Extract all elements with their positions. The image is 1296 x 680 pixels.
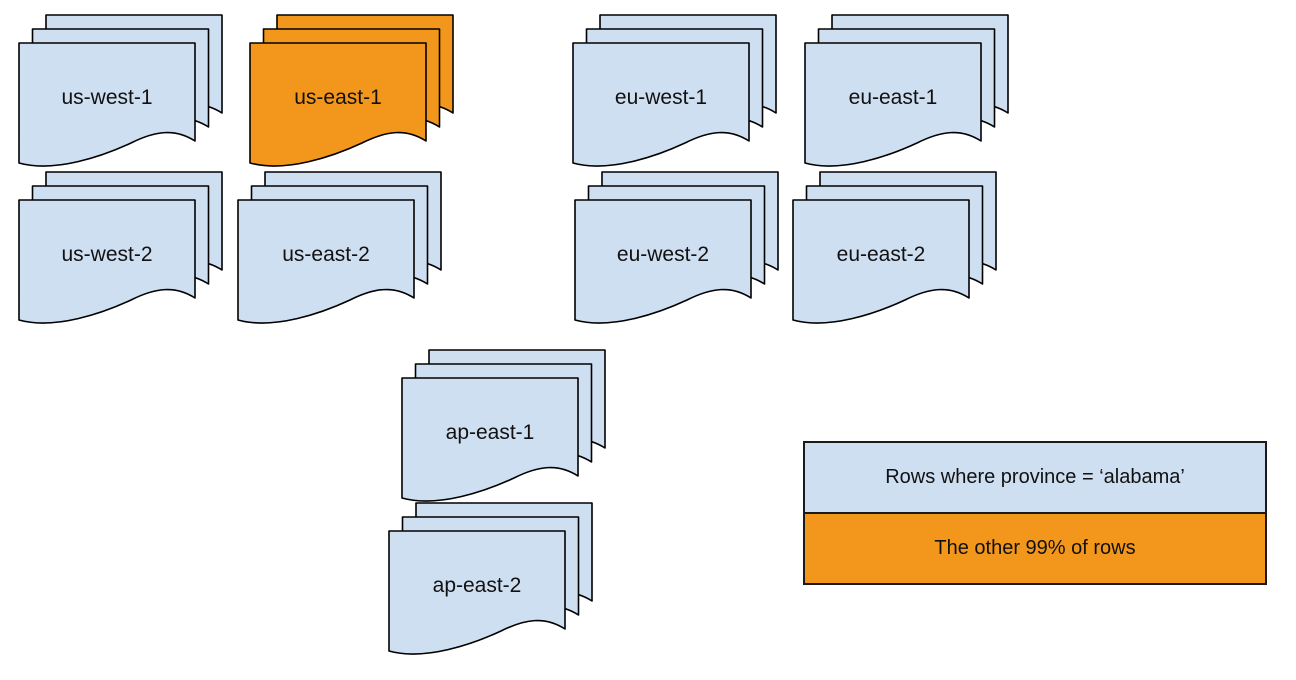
document-stack-icon	[804, 14, 1009, 167]
region-stack-eu-west-1: eu-west-1	[572, 14, 777, 171]
document-stack-icon	[237, 171, 442, 324]
region-stack-us-west-1: us-west-1	[18, 14, 223, 171]
region-stack-us-west-2: us-west-2	[18, 171, 223, 328]
region-stack-us-east-1: us-east-1	[249, 14, 454, 171]
document-stack-icon	[401, 349, 606, 502]
legend-row-alabama-label: Rows where province = ‘alabama’	[885, 466, 1185, 488]
document-stack-icon	[792, 171, 997, 324]
region-stack-eu-east-1: eu-east-1	[804, 14, 1009, 171]
region-stack-ap-east-1: ap-east-1	[401, 349, 606, 506]
legend-row-other-rows: The other 99% of rows	[805, 512, 1265, 583]
document-stack-icon	[249, 14, 454, 167]
document-stack-icon	[388, 502, 593, 655]
legend-row-other-rows-label: The other 99% of rows	[934, 537, 1136, 559]
region-stack-ap-east-2: ap-east-2	[388, 502, 593, 659]
legend: Rows where province = ‘alabama’ The othe…	[803, 441, 1267, 585]
document-stack-icon	[572, 14, 777, 167]
document-stack-icon	[18, 14, 223, 167]
legend-row-alabama: Rows where province = ‘alabama’	[805, 443, 1265, 512]
document-stack-icon	[18, 171, 223, 324]
region-stack-eu-east-2: eu-east-2	[792, 171, 997, 328]
region-stack-eu-west-2: eu-west-2	[574, 171, 779, 328]
document-stack-icon	[574, 171, 779, 324]
region-stack-us-east-2: us-east-2	[237, 171, 442, 328]
